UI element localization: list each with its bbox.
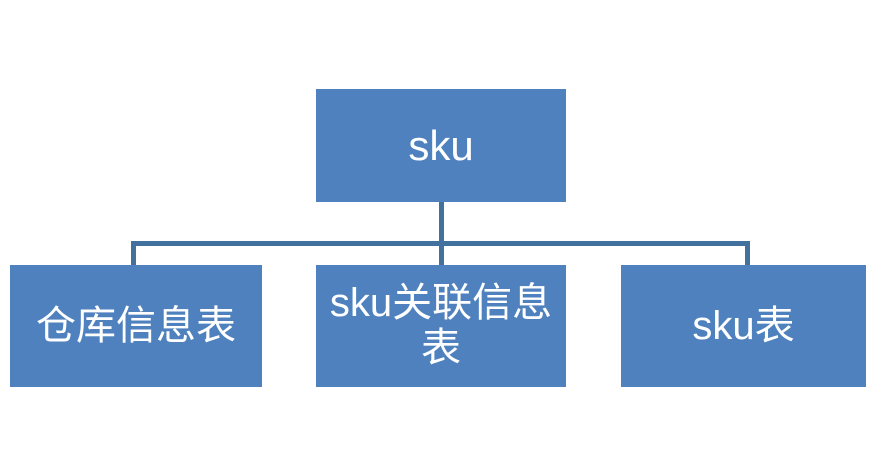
sku-root-node-label: sku xyxy=(408,121,474,169)
warehouse-info-table-node[interactable]: 仓库信息表 xyxy=(10,265,262,387)
sku-relation-info-table-node[interactable]: sku关联信息表 xyxy=(316,265,566,387)
sku-table-node[interactable]: sku表 xyxy=(621,265,866,387)
sku-root-node[interactable]: sku xyxy=(316,89,566,202)
sku-relation-info-table-node-label: sku关联信息表 xyxy=(329,281,553,370)
sku-table-node-label: sku表 xyxy=(692,303,795,348)
warehouse-info-table-node-label: 仓库信息表 xyxy=(36,303,236,348)
